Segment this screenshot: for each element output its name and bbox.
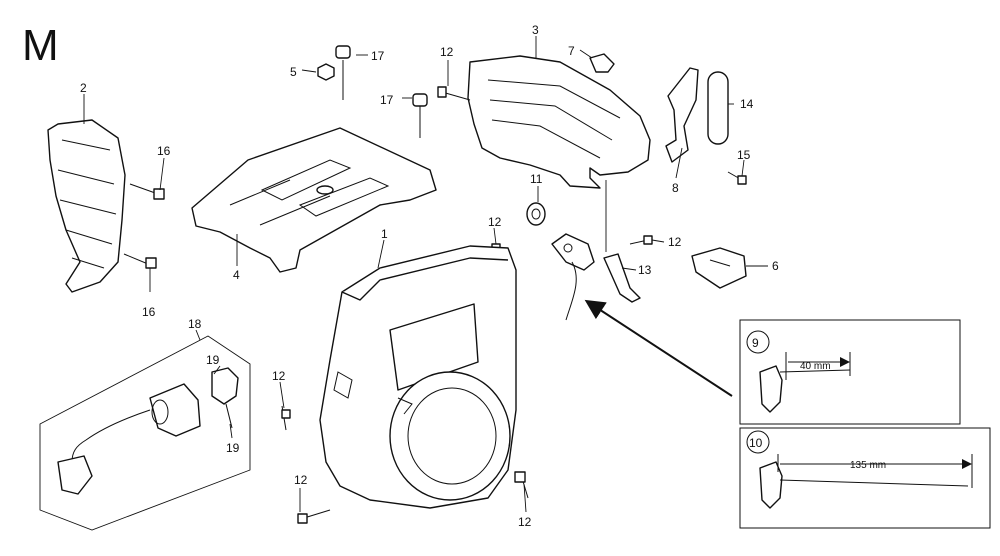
inset-dimension-9: 40 mm	[800, 361, 831, 372]
inset-number-9: 9	[752, 336, 759, 350]
section-letter: M	[22, 21, 59, 70]
callout-5: 5	[290, 65, 297, 79]
callout-12-bottom-right: 12	[518, 515, 532, 529]
bolt-12-guide	[437, 86, 471, 101]
base-plate	[191, 127, 437, 273]
callout-12-bottom-left: 12	[294, 473, 308, 487]
callout-labels: 2 16 16 4 5 17 17 12 3 7 14 8 15 11 12 1…	[80, 23, 779, 529]
bolt-12-bottom-left	[297, 509, 331, 524]
tube-14	[707, 71, 729, 145]
grommet-11	[526, 202, 546, 226]
block-6	[691, 247, 747, 289]
callout-13: 13	[638, 263, 652, 277]
clip-7	[589, 53, 615, 73]
bolt-16-upper	[129, 183, 165, 200]
stop-switch	[551, 233, 595, 321]
callout-12-guide: 12	[440, 45, 454, 59]
callout-11: 11	[530, 172, 543, 186]
callout-3: 3	[532, 23, 539, 37]
air-guide	[467, 55, 651, 189]
fan-cover	[319, 245, 517, 509]
screw-15	[727, 171, 747, 185]
nut-5	[317, 63, 335, 81]
callout-14: 14	[740, 97, 754, 111]
callout-19-top: 19	[206, 353, 220, 367]
side-shroud	[47, 119, 126, 293]
clip-13	[603, 253, 641, 303]
inset-dimension-10: 135 mm	[850, 460, 886, 471]
leader-lines	[83, 36, 768, 513]
callout-17-top: 17	[371, 49, 385, 63]
callout-2: 2	[80, 81, 87, 95]
reference-arrow	[584, 299, 733, 397]
bolt-12-bottom-right	[514, 471, 529, 499]
callout-12-mid-right: 12	[668, 235, 682, 249]
inset-number-10: 10	[749, 436, 763, 450]
callout-4: 4	[233, 268, 240, 282]
inset-panel-10: 10 135 mm	[739, 427, 991, 529]
callout-7: 7	[568, 44, 575, 58]
callout-12-mid-left: 12	[488, 215, 502, 229]
bolt-12-left	[281, 405, 291, 431]
callout-18: 18	[188, 317, 202, 331]
bolt-17-right	[412, 93, 428, 138]
bolt-17-left	[335, 45, 351, 100]
bracket-8	[665, 67, 699, 163]
ignition-coil-group	[39, 335, 251, 531]
callout-6: 6	[772, 259, 779, 273]
callout-16-upper: 16	[157, 144, 171, 158]
inset-panel-9: 9 40 mm	[739, 319, 961, 425]
callout-19-bottom: 19	[226, 441, 240, 455]
callout-17-mid: 17	[380, 93, 394, 107]
callout-12-left: 12	[272, 369, 286, 383]
bolt-16-lower	[123, 253, 157, 269]
callout-1: 1	[381, 227, 388, 241]
bolt-12-mid	[629, 235, 653, 245]
callout-8: 8	[672, 181, 679, 195]
callout-16-lower: 16	[142, 305, 156, 319]
callout-15: 15	[737, 148, 751, 162]
